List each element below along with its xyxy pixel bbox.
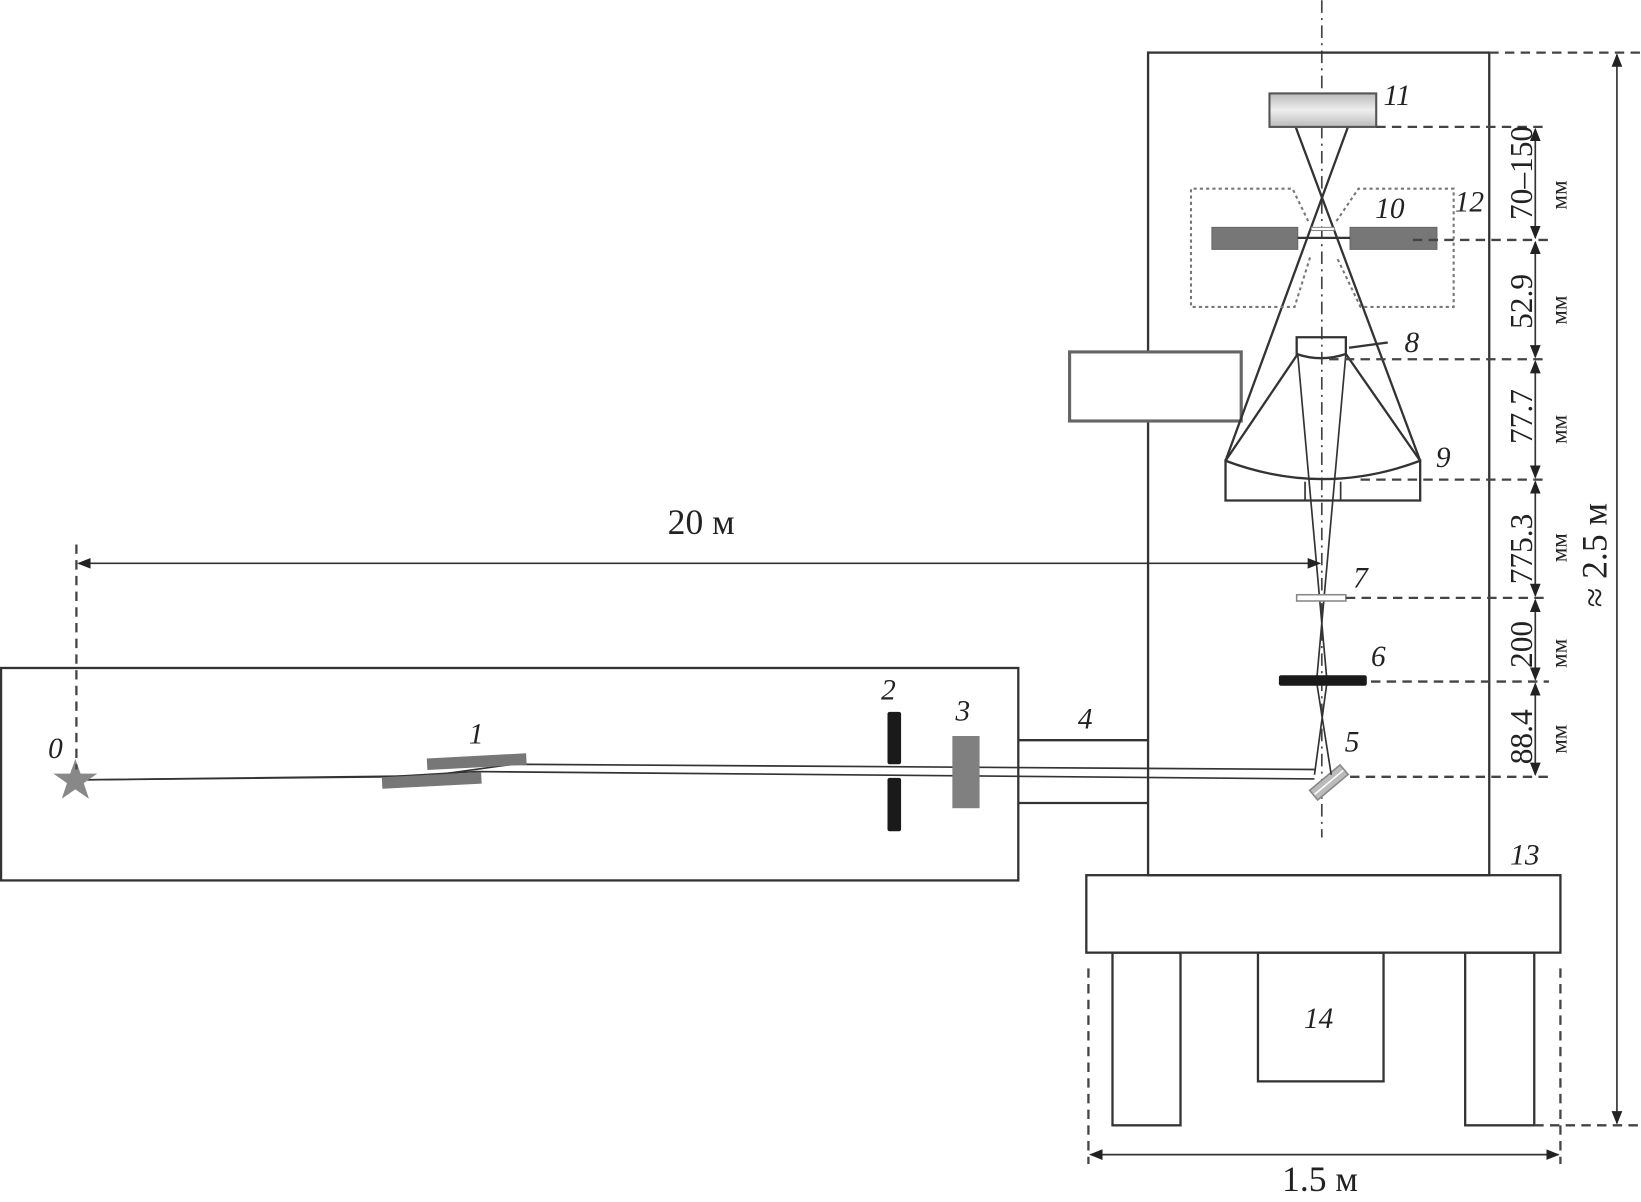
slit-10-window [1310, 226, 1335, 232]
support-table [1085, 874, 1562, 954]
dim-unit: мм [1546, 295, 1572, 325]
filter-3 [952, 736, 980, 809]
aperture-2-top [887, 711, 902, 765]
module-12-outline [1335, 187, 1455, 308]
beam-focus [1294, 126, 1422, 462]
detector-11 [1268, 92, 1378, 128]
label-10: 10 [1375, 193, 1405, 225]
label-14: 14 [1304, 1003, 1333, 1035]
label-4: 4 [1078, 704, 1093, 736]
label-2: 2 [881, 674, 896, 706]
label-9: 9 [1436, 442, 1451, 474]
label-12: 12 [1455, 187, 1484, 219]
leader-8 [1348, 341, 1388, 349]
dim-value: 88.4 [1504, 709, 1539, 764]
dim-value: 52.9 [1504, 274, 1539, 329]
beam-focus [1224, 126, 1350, 462]
dim-unit: мм [1546, 724, 1572, 754]
dim-value: 70–150 [1504, 126, 1539, 220]
element-7 [1295, 593, 1347, 602]
dim-value: 200 [1504, 621, 1539, 668]
side-box [1068, 350, 1243, 423]
beam-cone [1344, 353, 1422, 462]
height-label: ≈ 2.5 м [1574, 503, 1614, 607]
beam-vertical [1296, 353, 1328, 775]
dim-unit: мм [1546, 414, 1572, 444]
beam-path [75, 770, 1315, 781]
grazing-mirror-1b [381, 772, 482, 789]
label-5: 5 [1345, 727, 1360, 759]
slit-10-right [1349, 226, 1438, 250]
label-6: 6 [1371, 641, 1386, 673]
dim-unit: мм [1546, 533, 1572, 563]
mirror-9 [1224, 459, 1422, 502]
dim-unit: мм [1546, 638, 1572, 668]
slit-10-left [1211, 226, 1299, 250]
module-12-outline [1189, 187, 1312, 308]
aperture-6 [1278, 675, 1367, 686]
distance-label: 20 м [668, 502, 735, 542]
table-leg-left [1111, 951, 1182, 1127]
label-1: 1 [469, 718, 484, 750]
label-0: 0 [48, 733, 63, 765]
mirror-5 [1308, 763, 1350, 802]
label-3: 3 [955, 695, 971, 727]
mirror-8 [1295, 336, 1348, 360]
vacuum-channel-housing [0, 666, 1020, 882]
label-13: 13 [1510, 840, 1539, 872]
dim-unit: мм [1546, 180, 1572, 210]
source-star-icon [53, 759, 98, 799]
aperture-2-bottom [887, 777, 902, 832]
dim-value: 775.3 [1504, 514, 1539, 585]
label-7: 7 [1353, 562, 1369, 594]
table-leg-right [1464, 951, 1536, 1127]
width-label: 1.5 м [1282, 1159, 1358, 1199]
beam-cone [1224, 353, 1299, 462]
component-14 [1256, 951, 1385, 1083]
grazing-mirror-1a [426, 753, 527, 770]
label-11: 11 [1384, 80, 1411, 112]
dim-value: 77.7 [1504, 389, 1539, 444]
label-8: 8 [1404, 327, 1419, 359]
